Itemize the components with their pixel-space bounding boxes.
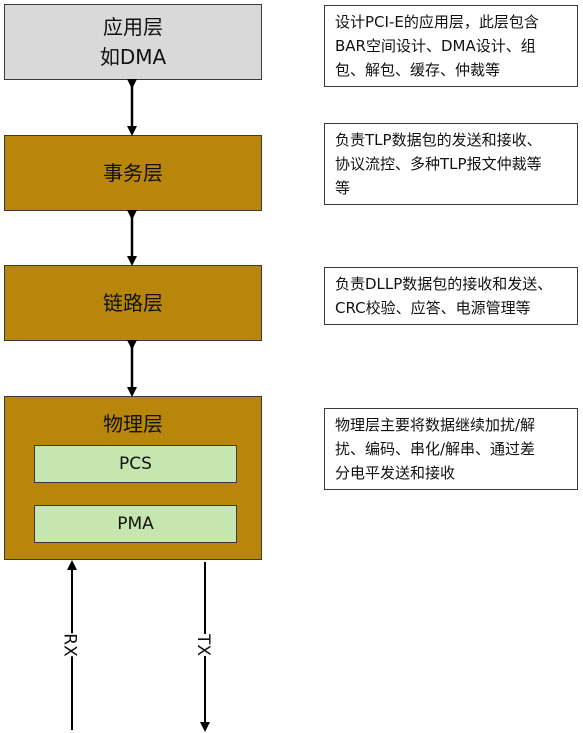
note-line: BAR空间设计、DMA设计、组: [335, 37, 536, 55]
application-note: 设计PCI-E的应用层，此层包含 BAR空间设计、DMA设计、组 包、解包、缓存…: [324, 5, 578, 87]
note-line: 协议流控、多种TLP报文仲裁等: [335, 155, 542, 173]
application-layer-box: 应用层 如DMA: [4, 4, 262, 80]
note-line: 等: [335, 179, 351, 197]
note-line: 负责DLLP数据包的接收和发送、: [335, 275, 553, 293]
application-layer-title: 应用层: [103, 15, 163, 39]
application-layer-example: 如DMA: [99, 45, 167, 69]
pcs-sublayer: PCS: [34, 445, 237, 483]
tx-label: TX: [193, 633, 214, 657]
note-line: 物理层主要将数据继续加扰/解: [335, 416, 536, 434]
note-line: 扰、编码、串化/解串、通过差: [335, 440, 536, 458]
link-layer-title: 链路层: [103, 291, 163, 315]
note-line: 负责TLP数据包的发送和接收、: [335, 131, 542, 149]
note-line: 包、解包、缓存、仲裁等: [335, 61, 501, 79]
link-note: 负责DLLP数据包的接收和发送、 CRC校验、应答、电源管理等: [324, 267, 578, 325]
transaction-layer-title: 事务层: [103, 161, 163, 185]
note-line: 设计PCI-E的应用层，此层包含: [335, 13, 539, 31]
note-line: 分电平发送和接收: [335, 464, 456, 482]
rx-label: RX: [59, 633, 80, 657]
physical-layer-title: 物理层: [103, 412, 163, 436]
note-line: CRC校验、应答、电源管理等: [335, 299, 531, 317]
physical-layer-box: 物理层 PCS PMA: [4, 396, 262, 560]
pma-sublayer: PMA: [34, 505, 237, 543]
physical-note: 物理层主要将数据继续加扰/解 扰、编码、串化/解串、通过差 分电平发送和接收: [324, 408, 578, 490]
transaction-note: 负责TLP数据包的发送和接收、 协议流控、多种TLP报文仲裁等 等: [324, 123, 578, 205]
